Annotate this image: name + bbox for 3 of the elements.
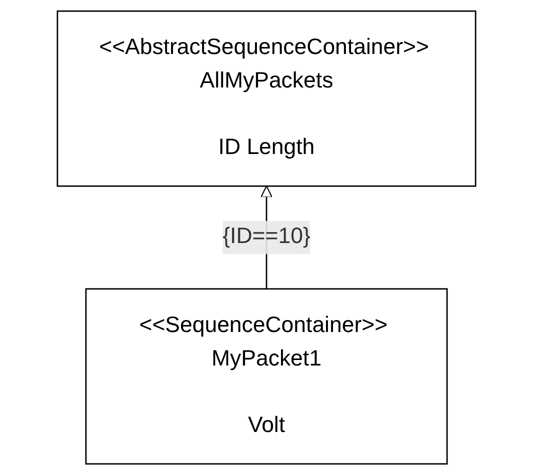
edge-label: {ID==10} — [222, 225, 310, 249]
node-box: <<SequenceContainer>> MyPacket1 Volt — [85, 288, 448, 465]
node-box: <<AbstractSequenceContainer>> AllMyPackets ID Length — [56, 10, 476, 187]
